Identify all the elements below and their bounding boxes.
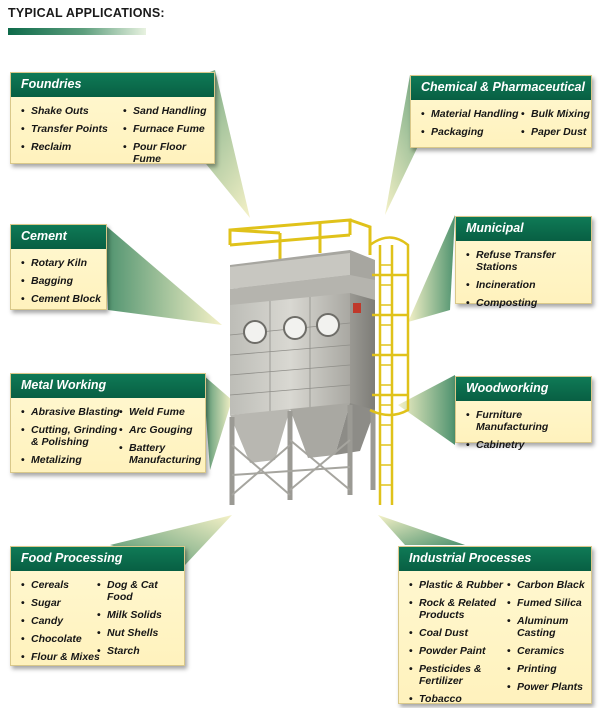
beam-wood	[398, 375, 455, 445]
list-item: Sugar	[21, 597, 100, 609]
list-item: Coal Dust	[409, 627, 505, 639]
list-item: Furniture Manufacturing	[466, 409, 591, 433]
title-underline	[8, 28, 146, 35]
list-item: Candy	[21, 615, 100, 627]
list-item: Transfer Points	[21, 123, 108, 135]
list-item: Cement Block	[21, 293, 101, 305]
list-item: Flour & Mixes	[21, 651, 100, 663]
panel-woodworking: Woodworking Furniture Manufacturing Cabi…	[455, 376, 592, 451]
list-item: Carbon Black	[507, 579, 591, 591]
panel-food-processing: Food Processing Cereals Sugar Candy Choc…	[10, 546, 185, 666]
list-item: Bulk Mixing	[521, 108, 590, 120]
panel-industrial-processes: Industrial Processes Plastic & Rubber Ro…	[398, 546, 592, 705]
list-item: Weld Fume	[119, 406, 205, 418]
list-item: Cereals	[21, 579, 100, 591]
panel-title: Food Processing	[11, 547, 184, 571]
list-item: Ceramics	[507, 645, 591, 657]
list-item: Power Plants	[507, 681, 591, 693]
list-item: Abrasive Blasting	[21, 406, 121, 418]
list-item: Paper Dust	[521, 126, 590, 138]
list-item: Incineration	[466, 279, 591, 291]
list-item: Rotary Kiln	[21, 257, 101, 269]
beam-industrial	[378, 515, 465, 545]
list-item: Bagging	[21, 275, 101, 287]
list-item: Sand Handling	[123, 105, 214, 117]
panel-cement: Cement Rotary Kiln Bagging Cement Block	[10, 224, 107, 310]
beam-cement	[105, 225, 222, 325]
list-item: Pesticides & Fertilizer	[409, 663, 505, 687]
list-item: Powder Paint	[409, 645, 505, 657]
list-item: Cabinetry	[466, 439, 591, 451]
list-item: Rock & Related Products	[409, 597, 505, 621]
panel-title: Chemical & Pharmaceutical	[411, 76, 591, 100]
panel-title: Industrial Processes	[399, 547, 591, 571]
panel-title: Woodworking	[456, 377, 591, 401]
list-item: Fumed Silica	[507, 597, 591, 609]
list-item: Plastic & Rubber	[409, 579, 505, 591]
panel-title: Foundries	[11, 73, 214, 97]
list-item: Arc Gouging	[119, 424, 205, 436]
list-item: Battery Manufacturing	[119, 442, 205, 466]
panel-title: Cement	[11, 225, 106, 249]
panel-foundries: Foundries Shake Outs Transfer Points Rec…	[10, 72, 215, 165]
list-item: Dog & Cat Food	[97, 579, 184, 603]
list-item: Nut Shells	[97, 627, 184, 639]
list-item: Chocolate	[21, 633, 100, 645]
panel-chemical-pharmaceutical: Chemical & Pharmaceutical Material Handl…	[410, 75, 592, 148]
list-item: Packaging	[421, 126, 519, 138]
top-railing	[228, 218, 372, 265]
list-item: Milk Solids	[97, 609, 184, 621]
list-item: Composting	[466, 297, 591, 309]
beam-municipal	[408, 215, 455, 322]
list-item: Aluminum Casting	[507, 615, 591, 639]
dust-collector-illustration	[228, 218, 410, 505]
list-item: Cutting, Grinding & Polishing	[21, 424, 121, 448]
list-item: Starch	[97, 645, 184, 657]
list-item: Tobacco	[409, 693, 505, 705]
beam-metal	[203, 375, 232, 470]
list-item: Furnace Fume	[123, 123, 214, 135]
list-item: Pour Floor Fume	[123, 141, 214, 165]
panel-municipal: Municipal Refuse Transfer Stations Incin…	[455, 216, 592, 309]
list-item: Refuse Transfer Stations	[466, 249, 591, 273]
list-item: Metalizing	[21, 454, 121, 466]
list-item: Shake Outs	[21, 105, 108, 117]
panel-metal-working: Metal Working Abrasive Blasting Cutting,…	[10, 373, 206, 473]
page-title: TYPICAL APPLICATIONS:	[8, 6, 165, 20]
panel-title: Metal Working	[11, 374, 205, 398]
list-item: Reclaim	[21, 141, 108, 153]
panel-title: Municipal	[456, 217, 591, 241]
list-item: Material Handling	[421, 108, 519, 120]
list-item: Printing	[507, 663, 591, 675]
